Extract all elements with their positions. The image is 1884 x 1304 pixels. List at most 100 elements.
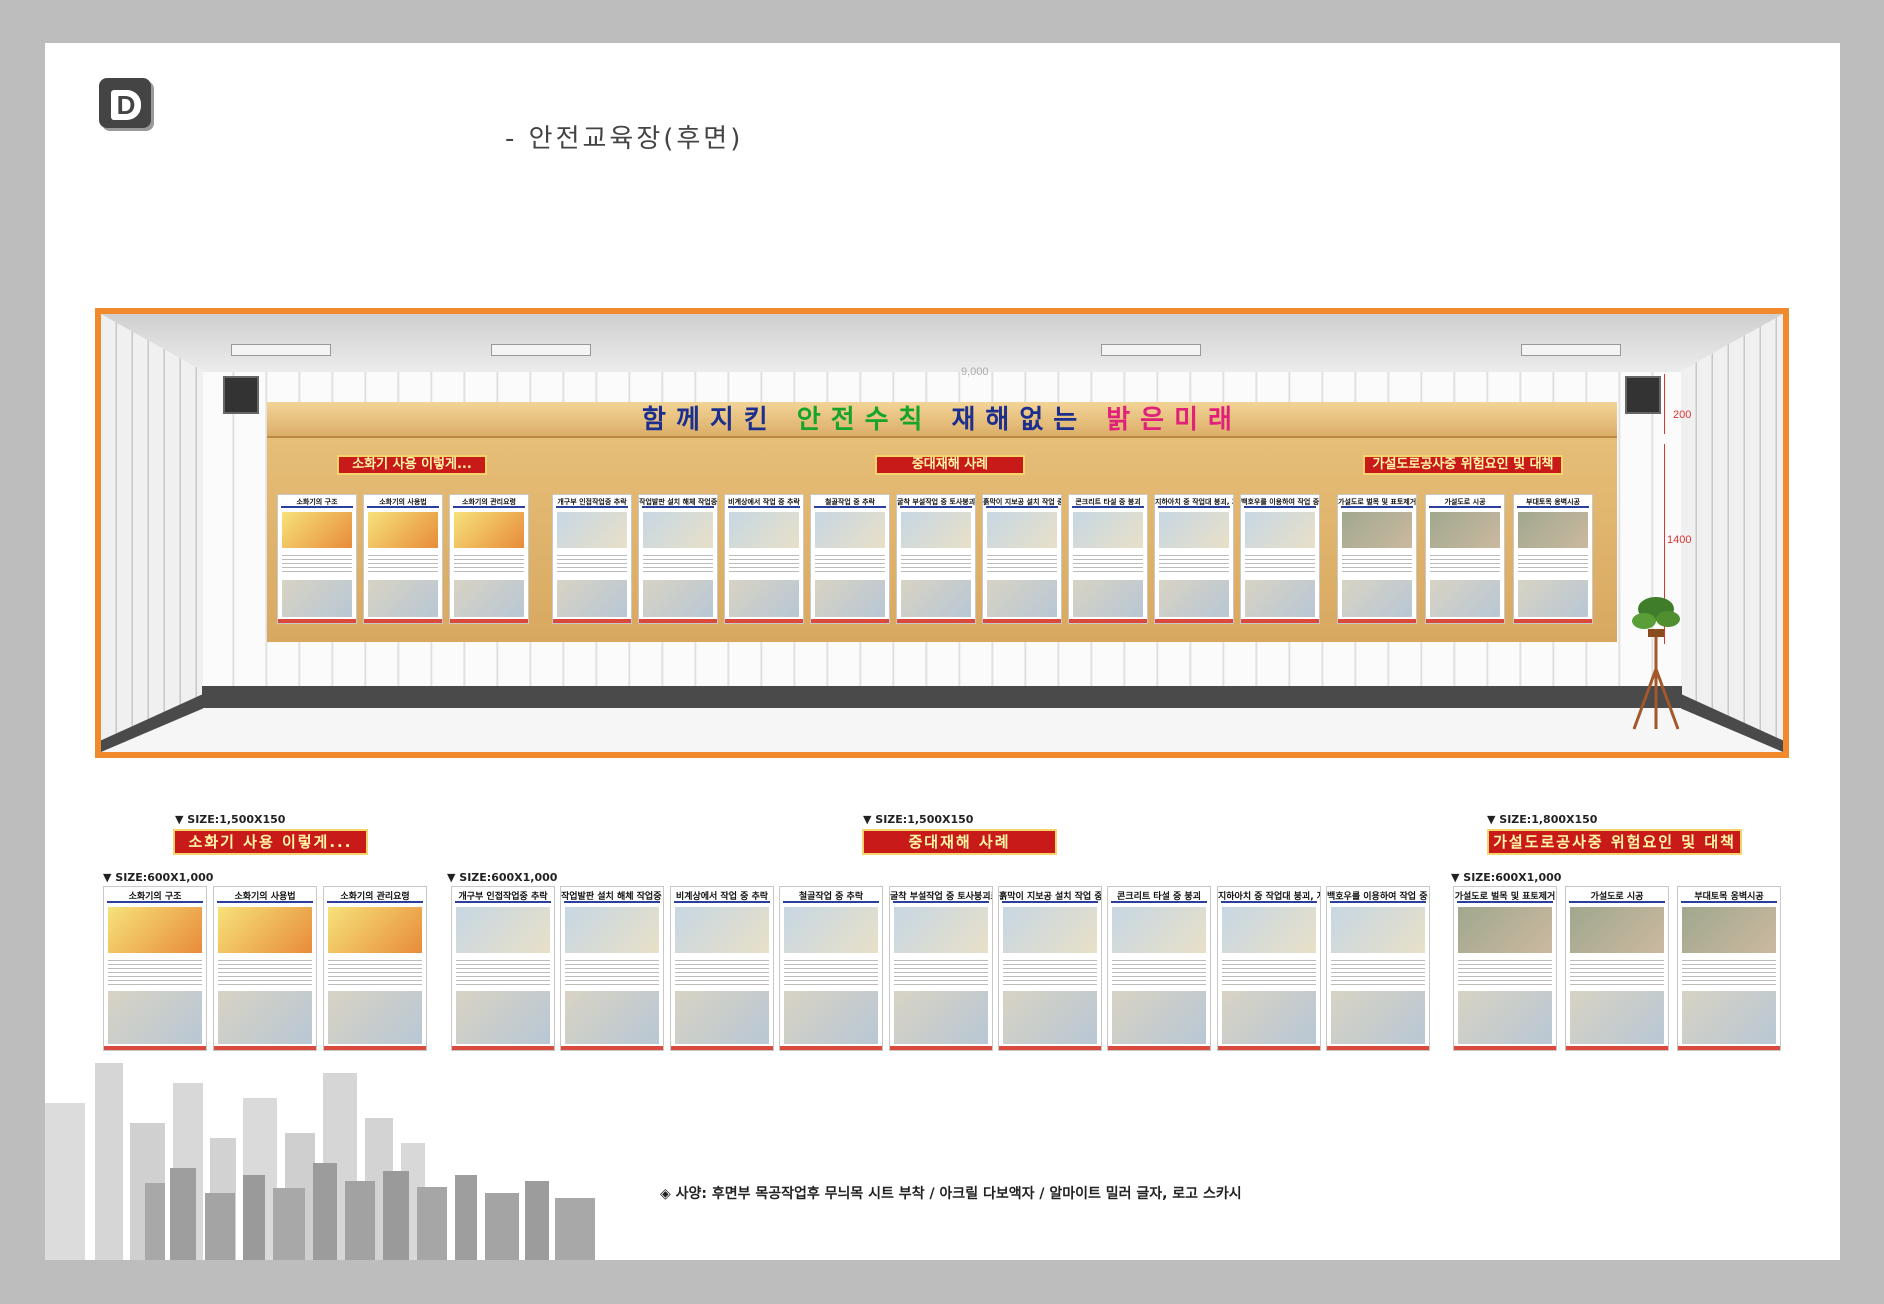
safety-poster: 소화기의 관리요령 xyxy=(323,886,427,1051)
poster-text-block xyxy=(1245,552,1315,575)
triangle-icon: ▼ xyxy=(1487,813,1500,826)
size-text: SIZE:600X1,000 xyxy=(1463,871,1562,884)
poster-text-block xyxy=(1331,957,1425,987)
poster-illustration xyxy=(456,907,550,953)
poster-title: 지하아치 중 작업대 붕괴, 지하 도괴 xyxy=(1218,892,1320,902)
size-text: SIZE:600X1,000 xyxy=(459,871,558,884)
poster-title: 가설도로 시공 xyxy=(1444,498,1486,506)
poster-footer xyxy=(725,619,803,623)
poster-title: 소화기의 관리요령 xyxy=(340,892,410,902)
poster-illustration xyxy=(901,512,971,548)
poster-illustration xyxy=(1331,907,1425,953)
poster-footer xyxy=(1218,1046,1320,1050)
size-text: SIZE:1,500X150 xyxy=(875,813,974,826)
poster-title: 부대토목 옹벽시공 xyxy=(1694,892,1764,902)
poster-title: 콘크리트 타설 중 붕괴 xyxy=(1075,498,1141,506)
slogan-part: 재해없는 xyxy=(951,405,1107,435)
poster-footer xyxy=(1454,1046,1556,1050)
poster-text-block xyxy=(282,552,352,575)
poster-illustration xyxy=(1112,907,1206,953)
section-tag: 중대재해 사례 xyxy=(862,829,1057,855)
poster-rule xyxy=(281,506,353,508)
poster-footer xyxy=(104,1046,206,1050)
poster-text-block xyxy=(1342,552,1412,575)
safety-poster: 개구부 인접작업중 추락 xyxy=(552,494,632,624)
poster-illustration xyxy=(1570,907,1664,953)
poster-illustration xyxy=(643,512,713,548)
poster-title: 개구부 인접작업중 추락 xyxy=(458,892,548,902)
poster-footer xyxy=(553,619,631,623)
section-tag: 중대재해 사례 xyxy=(875,455,1025,475)
poster-title: 개구부 인접작업중 추락 xyxy=(557,498,627,506)
poster-title: 흙막이 지보공 설치 작업 중 붕괴 xyxy=(999,892,1101,902)
poster-rule xyxy=(986,506,1058,508)
poster-footer xyxy=(324,1046,426,1050)
poster-illustration xyxy=(1003,907,1097,953)
poster-rule xyxy=(1244,506,1316,508)
poster-illustration xyxy=(1430,512,1500,548)
poster-rule xyxy=(1002,901,1098,903)
dimension-line xyxy=(1664,444,1665,644)
poster-rule xyxy=(327,901,423,903)
poster-illustration xyxy=(1222,907,1316,953)
poster-title: 비계상에서 작업 중 추락 xyxy=(728,498,800,506)
size-label: ▼ SIZE:600X1,000 xyxy=(103,871,213,884)
safety-poster: 작업발판 설치 해체 작업중 추락 xyxy=(638,494,718,624)
safety-poster: 가설도로 벌목 및 표토제거 xyxy=(1453,886,1557,1051)
poster-rule xyxy=(1341,506,1413,508)
poster-title: 비계상에서 작업 중 추락 xyxy=(675,892,769,902)
ceiling-light xyxy=(491,344,591,356)
poster-footer xyxy=(780,1046,882,1050)
poster-illustration xyxy=(1159,580,1229,617)
poster-illustration xyxy=(1112,991,1206,1044)
poster-illustration xyxy=(675,991,769,1044)
poster-illustration xyxy=(328,907,422,953)
safety-poster: 콘크리트 타설 중 붕괴 xyxy=(1068,494,1148,624)
dimension-top: 200 xyxy=(1673,409,1692,421)
speaker-icon xyxy=(1625,376,1661,414)
safety-poster: 비계상에서 작업 중 추락 xyxy=(724,494,804,624)
triangle-icon: ▼ xyxy=(1451,871,1464,884)
poster-text-block xyxy=(901,552,971,575)
poster-title: 콘크리트 타설 중 붕괴 xyxy=(1117,892,1201,902)
safety-poster: 소화기의 구조 xyxy=(103,886,207,1051)
size-label: ▼ SIZE:1,800X150 xyxy=(1487,813,1597,826)
poster-illustration xyxy=(368,512,438,548)
poster-footer xyxy=(890,1046,992,1050)
poster-illustration xyxy=(108,907,202,953)
safety-poster: 흙막이 지보공 설치 작업 중 붕괴 xyxy=(982,494,1062,624)
spec-note: ◈ 사양: 후면부 목공작업후 무늬목 시트 부착 / 아크릴 다보액자 / 알… xyxy=(660,1186,1242,1202)
triangle-icon: ▼ xyxy=(175,813,188,826)
size-label: ▼ SIZE:600X1,000 xyxy=(447,871,557,884)
poster-illustration xyxy=(1342,580,1412,617)
baseboard xyxy=(202,686,1682,708)
poster-rule xyxy=(1457,901,1553,903)
poster-text-block xyxy=(1112,957,1206,987)
poster-text-block xyxy=(218,957,312,987)
poster-text-block xyxy=(815,552,885,575)
poster-text-block xyxy=(987,552,1057,575)
poster-footer xyxy=(278,619,356,623)
logo-letter: D xyxy=(111,90,141,120)
poster-illustration xyxy=(1430,580,1500,617)
size-text: SIZE:1,500X150 xyxy=(187,813,286,826)
poster-title: 작업발판 설치 해체 작업중 추락 xyxy=(639,498,717,506)
size-text: SIZE:1,800X150 xyxy=(1499,813,1598,826)
poster-text-block xyxy=(1003,957,1097,987)
poster-footer xyxy=(1514,619,1592,623)
safety-poster: 소화기의 구조 xyxy=(277,494,357,624)
poster-illustration xyxy=(1518,580,1588,617)
poster-illustration xyxy=(218,907,312,953)
triangle-icon: ▼ xyxy=(103,871,116,884)
size-text: SIZE:600X1,000 xyxy=(115,871,214,884)
poster-title: 지하아치 중 작업대 붕괴, 지하 도괴 xyxy=(1155,498,1233,506)
poster-illustration xyxy=(454,580,524,617)
poster-rule xyxy=(728,506,800,508)
poster-illustration xyxy=(987,512,1057,548)
safety-poster: 백호우를 이용하여 작업 중 충돌 xyxy=(1326,886,1430,1051)
poster-footer xyxy=(452,1046,554,1050)
poster-rule xyxy=(1330,901,1426,903)
poster-text-block xyxy=(643,552,713,575)
dimension-line xyxy=(1664,374,1665,434)
poster-illustration xyxy=(729,512,799,548)
